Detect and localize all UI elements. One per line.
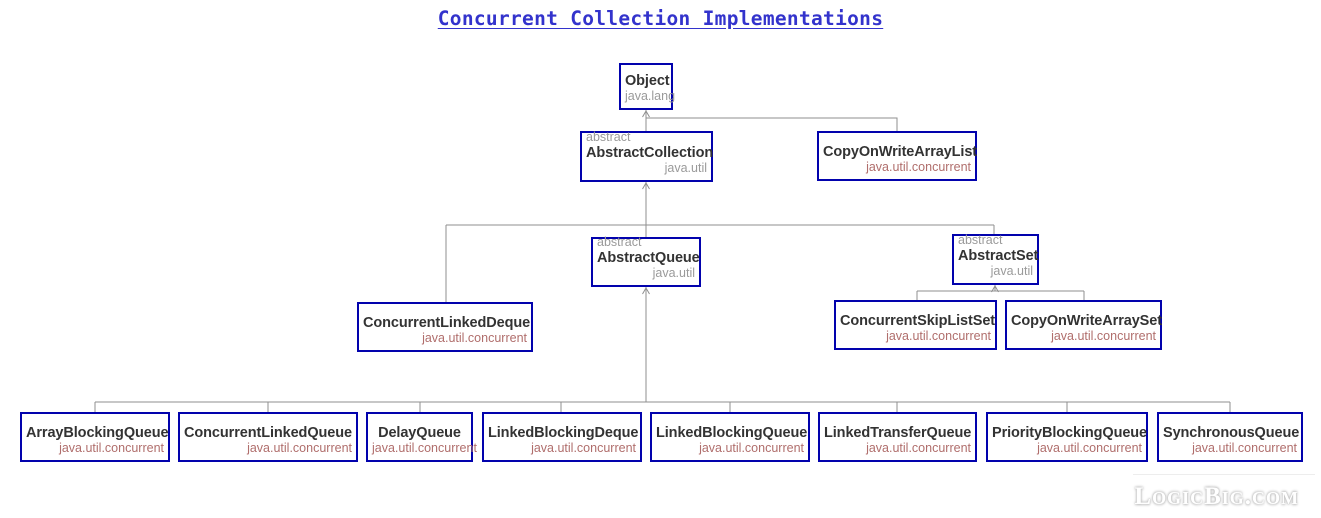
package-name: java.util.concurrent [699,441,804,455]
package-name: java.lang [625,89,676,103]
package-name: java.util.concurrent [247,441,352,455]
class-node-delay-queue: DelayQueue java.util.concurrent [366,412,477,462]
class-node-abstract-queue: abstract AbstractQueue java.util [591,235,701,287]
package-name: java.util.concurrent [886,329,991,343]
class-node-abstract-set: abstract AbstractSet java.util [952,233,1039,285]
diagram-title: Concurrent Collection Implementations [437,7,884,30]
package-name: java.util.concurrent [422,331,527,345]
class-node-linked-blocking-deque: LinkedBlockingDeque java.util.concurrent [482,412,642,462]
inheritance-arrowhead-icon [642,110,650,118]
class-node-priority-blocking-queue: PriorityBlockingQueue java.util.concurre… [986,412,1148,462]
package-name: java.util.concurrent [372,441,477,455]
inheritance-arrowhead-icon [642,287,650,295]
watermark-divider [1133,474,1315,475]
package-name: java.util.concurrent [1192,441,1297,455]
class-name: ConcurrentLinkedDeque [363,315,531,331]
class-name: ConcurrentSkipListSet [840,313,996,329]
package-name: java.util.concurrent [866,441,971,455]
class-name: LinkedBlockingQueue [656,425,808,441]
abstract-label: abstract [958,233,1003,247]
class-node-copy-on-write-array-set: CopyOnWriteArraySet java.util.concurrent [1005,300,1162,350]
class-name: PriorityBlockingQueue [992,425,1148,441]
class-node-copy-on-write-array-list: CopyOnWriteArrayList java.util.concurren… [817,131,977,181]
logicbig-watermark: LogicBig.com [1134,483,1299,510]
class-name: Object [625,73,670,89]
abstract-label: abstract [597,235,642,249]
class-node-linked-transfer-queue: LinkedTransferQueue java.util.concurrent [818,412,977,462]
class-name: SynchronousQueue [1163,425,1300,441]
package-name: java.util.concurrent [59,441,164,455]
class-name: ArrayBlockingQueue [26,425,169,441]
class-name: CopyOnWriteArrayList [823,144,978,160]
class-name: AbstractSet [958,248,1039,264]
package-name: java.util [664,161,707,175]
class-node-concurrent-linked-deque: ConcurrentLinkedDeque java.util.concurre… [357,302,533,352]
class-name: AbstractQueue [597,250,700,266]
class-node-concurrent-skip-list-set: ConcurrentSkipListSet java.util.concurre… [834,300,997,350]
class-name: LinkedTransferQueue [824,425,972,441]
class-node-abstract-collection: abstract AbstractCollection java.util [580,130,714,182]
inheritance-arrowhead-icon [642,182,650,190]
class-name: LinkedBlockingDeque [488,425,639,441]
package-name: java.util [652,266,695,280]
package-name: java.util [990,264,1033,278]
package-name: java.util.concurrent [1051,329,1156,343]
class-name: AbstractCollection [586,145,714,161]
package-name: java.util.concurrent [1037,441,1142,455]
abstract-label: abstract [586,130,631,144]
class-name: CopyOnWriteArraySet [1011,313,1162,329]
class-node-array-blocking-queue: ArrayBlockingQueue java.util.concurrent [20,412,170,462]
package-name: java.util.concurrent [866,160,971,174]
inheritance-arrowhead-icon [991,285,999,293]
package-name: java.util.concurrent [531,441,636,455]
class-name: DelayQueue [378,425,461,441]
class-node-object: Object java.lang [619,63,676,110]
class-node-linked-blocking-queue: LinkedBlockingQueue java.util.concurrent [650,412,810,462]
class-node-concurrent-linked-queue: ConcurrentLinkedQueue java.util.concurre… [178,412,358,462]
class-name: ConcurrentLinkedQueue [184,425,352,441]
class-node-synchronous-queue: SynchronousQueue java.util.concurrent [1157,412,1303,462]
